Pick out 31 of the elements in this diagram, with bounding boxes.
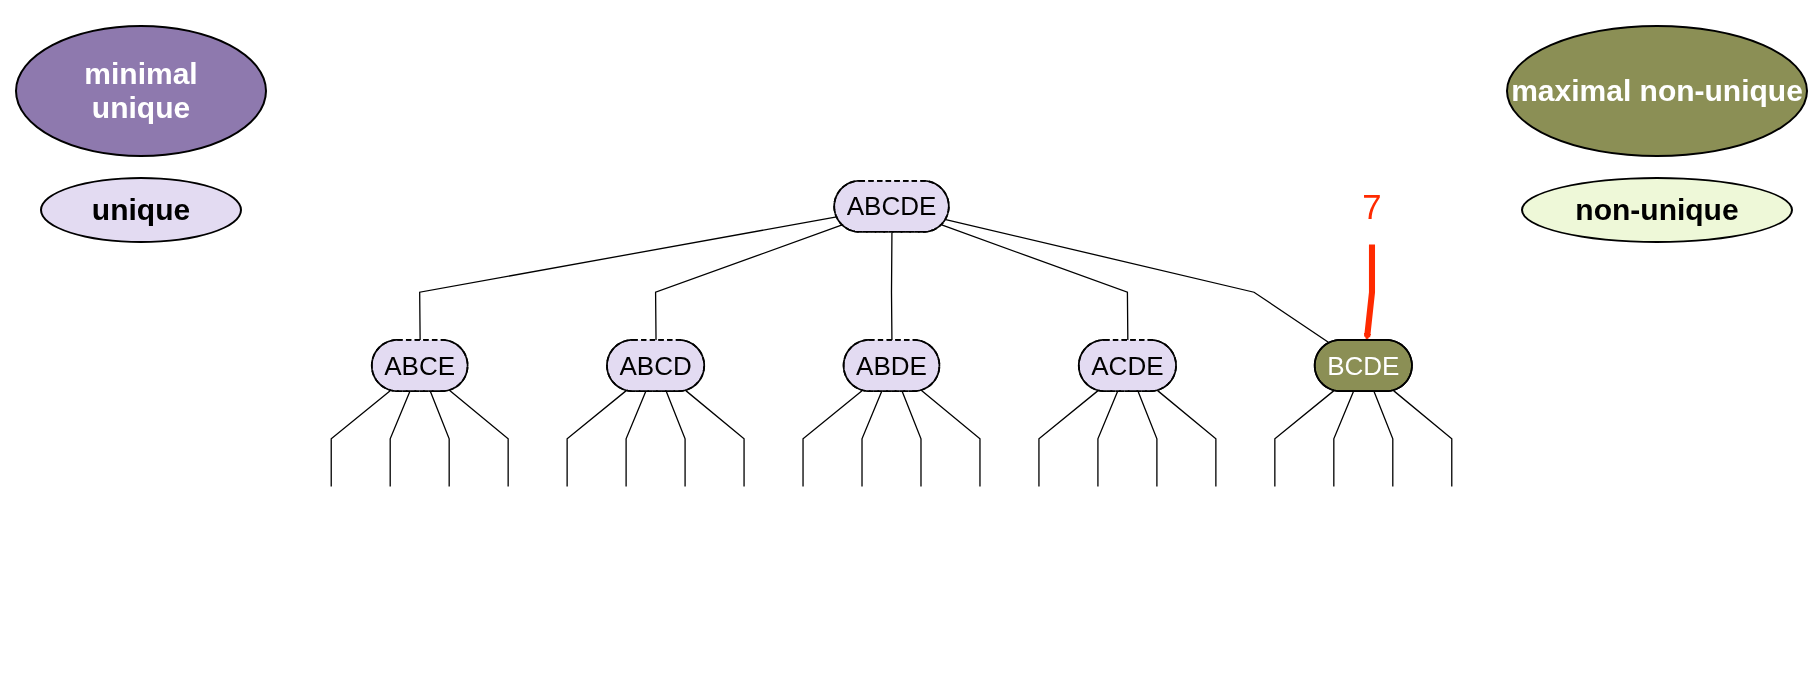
arrow xyxy=(1363,244,1376,341)
connector xyxy=(945,218,1331,344)
connector xyxy=(1392,389,1453,488)
legend-ellipse: unique xyxy=(40,177,242,243)
connector xyxy=(1333,390,1355,488)
connector xyxy=(330,389,392,488)
connector xyxy=(1097,390,1119,488)
connector xyxy=(665,390,686,488)
connector xyxy=(625,390,647,488)
connector xyxy=(449,389,509,488)
connector xyxy=(1137,390,1158,488)
connector xyxy=(1038,389,1099,488)
connector xyxy=(901,390,922,488)
connector xyxy=(890,231,893,341)
legend-ellipse: maximal non-unique xyxy=(1506,25,1808,157)
connector xyxy=(1274,389,1335,488)
connector xyxy=(941,224,1129,341)
connector xyxy=(920,389,981,488)
connector xyxy=(802,389,863,488)
connector xyxy=(419,216,838,341)
connector xyxy=(429,390,450,488)
connector xyxy=(861,390,883,488)
connector xyxy=(685,389,745,488)
connector xyxy=(1156,389,1217,488)
legend-ellipse: non-unique xyxy=(1521,177,1793,243)
connector xyxy=(654,224,843,341)
legend-ellipse: minimal unique xyxy=(15,25,267,157)
connector xyxy=(389,390,411,488)
connector xyxy=(1373,390,1394,488)
connector xyxy=(566,389,627,488)
node-text: 7 xyxy=(1362,187,1382,226)
